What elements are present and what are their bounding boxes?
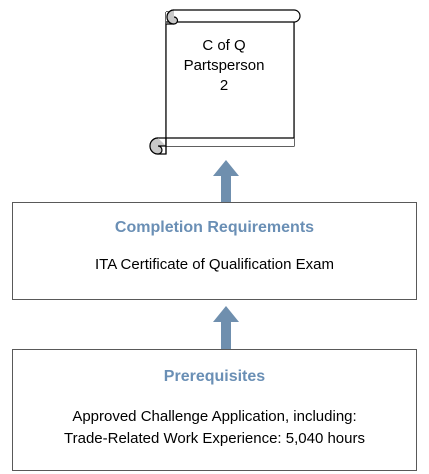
completion-requirements-title: Completion Requirements bbox=[114, 219, 315, 236]
certificate-line-2: Partsperson bbox=[183, 57, 265, 74]
certificate-title: C of Q Partsperson 2 bbox=[174, 36, 274, 96]
arrow-up-to-completion bbox=[213, 306, 239, 349]
prerequisites-box: Prerequisites Approved Challenge Applica… bbox=[12, 349, 417, 471]
scroll-shape bbox=[149, 9, 301, 155]
prerequisites-line-2: Trade-Related Work Experience: 5,040 hou… bbox=[64, 430, 365, 447]
prerequisites-line-1: Approved Challenge Application, includin… bbox=[72, 408, 357, 425]
certificate-scroll: C of Q Partsperson 2 bbox=[144, 4, 304, 159]
certificate-line-1: C of Q bbox=[202, 37, 246, 54]
completion-requirements-box: Completion Requirements ITA Certificate … bbox=[12, 202, 417, 300]
arrow-up-to-certificate bbox=[213, 160, 239, 202]
certificate-line-3: 2 bbox=[219, 77, 229, 94]
prerequisites-body: Approved Challenge Application, includin… bbox=[13, 406, 416, 450]
prerequisites-title: Prerequisites bbox=[163, 368, 266, 385]
completion-requirements-body: ITA Certificate of Qualification Exam bbox=[95, 256, 334, 273]
